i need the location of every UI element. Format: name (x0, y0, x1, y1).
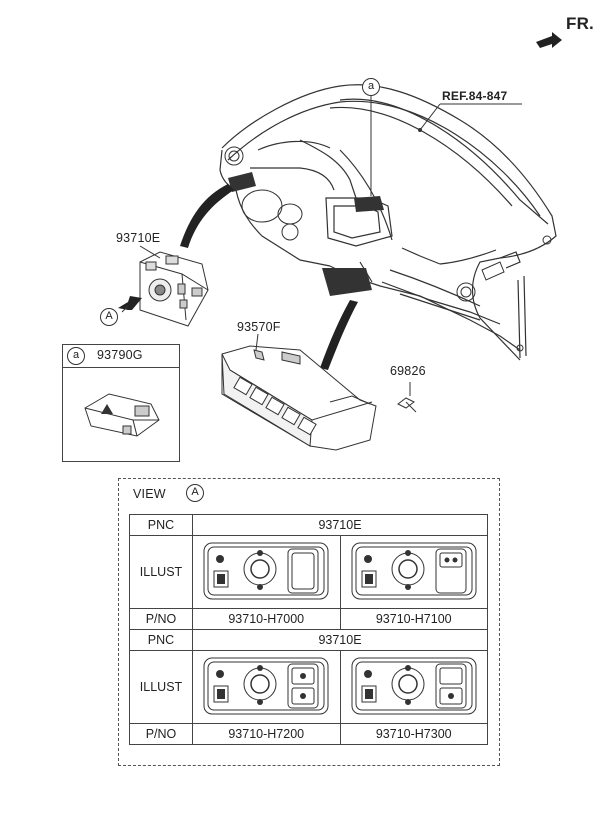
dashboard-panel (219, 84, 557, 361)
pno-label: P/NO (129, 723, 193, 745)
location-arrow-center (320, 300, 358, 370)
control-panel-93570F (221, 345, 377, 451)
pno-label: P/NO (129, 608, 193, 630)
front-label: FR. (566, 14, 594, 33)
pno-value: 93710-H7200 (192, 723, 341, 745)
part-label-93790G: 93790G (97, 348, 143, 362)
pnc-value: 93710E (192, 629, 488, 651)
location-arrow-left (180, 184, 234, 248)
pnc-label: PNC (129, 629, 193, 651)
part-label-93710E: 93710E (116, 231, 161, 245)
pno-value: 93710-H7300 (339, 723, 488, 745)
pno-value: 93710-H7000 (192, 608, 341, 630)
inset-box-93790G: a 93790G (62, 344, 180, 462)
part-label-69826: 69826 (390, 364, 426, 378)
illust-cell (192, 650, 341, 724)
hazard-triangle-icon (101, 404, 113, 414)
screw-69826 (397, 397, 417, 413)
view-a-box (118, 478, 500, 766)
switch-illustration-h7000 (203, 542, 329, 599)
illust-label: ILLUST (129, 535, 193, 609)
view-title: VIEW (133, 487, 166, 501)
part-label-93570F: 93570F (237, 320, 281, 334)
pnc-label: PNC (129, 514, 193, 536)
switch-illustration-h7200 (203, 657, 329, 714)
view-a-arrow-icon (118, 296, 142, 310)
switch-module-93710E (139, 251, 209, 327)
pnc-value: 93710E (192, 514, 488, 536)
front-direction-arrow-icon (536, 32, 562, 48)
pno-value: 93710-H7100 (339, 608, 488, 630)
inset-circle-a: a (67, 347, 85, 365)
variant-table: PNC 93710E ILLUST (129, 514, 488, 745)
switch-illustration-h7300 (351, 657, 477, 714)
illust-cell (339, 535, 488, 609)
ref-label: REF.84-847 (442, 89, 508, 103)
callout-circle-A: A (100, 308, 118, 326)
illust-cell (339, 650, 488, 724)
callout-circle-a: a (362, 78, 380, 96)
illust-label: ILLUST (129, 650, 193, 724)
switch-illustration-h7100 (351, 542, 477, 599)
view-letter: A (186, 484, 204, 502)
hazard-switch-93790G (84, 393, 160, 437)
illust-cell (192, 535, 341, 609)
